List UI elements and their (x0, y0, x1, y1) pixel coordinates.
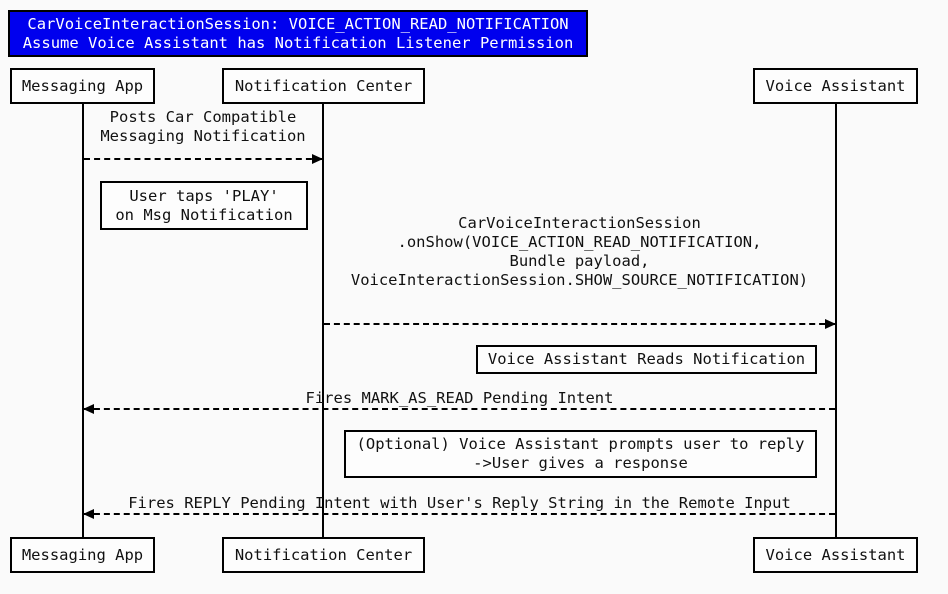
actor-voice-assistant-top: Voice Assistant (753, 68, 918, 104)
actor-messaging-app-top: Messaging App (10, 68, 155, 104)
message-arrow-mark-as-read (83, 404, 835, 414)
diagram-title: CarVoiceInteractionSession: VOICE_ACTION… (8, 10, 588, 57)
message-label-posts-notification: Posts Car Compatible Messaging Notificat… (100, 108, 306, 145)
message-arrow-onshow (324, 319, 836, 329)
message-label-onshow: CarVoiceInteractionSession .onShow(VOICE… (350, 214, 809, 289)
message-arrow-reply-intent (83, 509, 835, 519)
message-label-reply-intent: Fires REPLY Pending Intent with User's R… (128, 494, 791, 512)
note-user-taps-play: User taps 'PLAY' on Msg Notification (100, 181, 308, 230)
message-arrow-posts-notification (84, 154, 323, 164)
actor-label: Voice Assistant (765, 77, 906, 95)
actor-notification-center-bottom: Notification Center (222, 537, 425, 573)
actor-notification-center-top: Notification Center (222, 68, 425, 104)
actor-label: Messaging App (21, 546, 144, 564)
message-label-mark-as-read: Fires MARK_AS_READ Pending Intent (305, 389, 614, 407)
diagram-title-line1: CarVoiceInteractionSession: VOICE_ACTION… (27, 14, 569, 33)
note-optional-reply-prompt: (Optional) Voice Assistant prompts user … (344, 430, 817, 478)
lifeline-voice-assistant (835, 104, 837, 537)
lifeline-notification-center (322, 104, 324, 537)
actor-messaging-app-bottom: Messaging App (10, 537, 155, 573)
actor-label: Notification Center (234, 77, 413, 95)
actor-label: Notification Center (234, 546, 413, 564)
lifeline-messaging-app (82, 104, 84, 537)
actor-voice-assistant-bottom: Voice Assistant (753, 537, 918, 573)
note-reads-notification: Voice Assistant Reads Notification (476, 345, 817, 374)
diagram-title-line2: Assume Voice Assistant has Notification … (22, 33, 574, 52)
actor-label: Messaging App (21, 77, 144, 95)
actor-label: Voice Assistant (765, 546, 906, 564)
